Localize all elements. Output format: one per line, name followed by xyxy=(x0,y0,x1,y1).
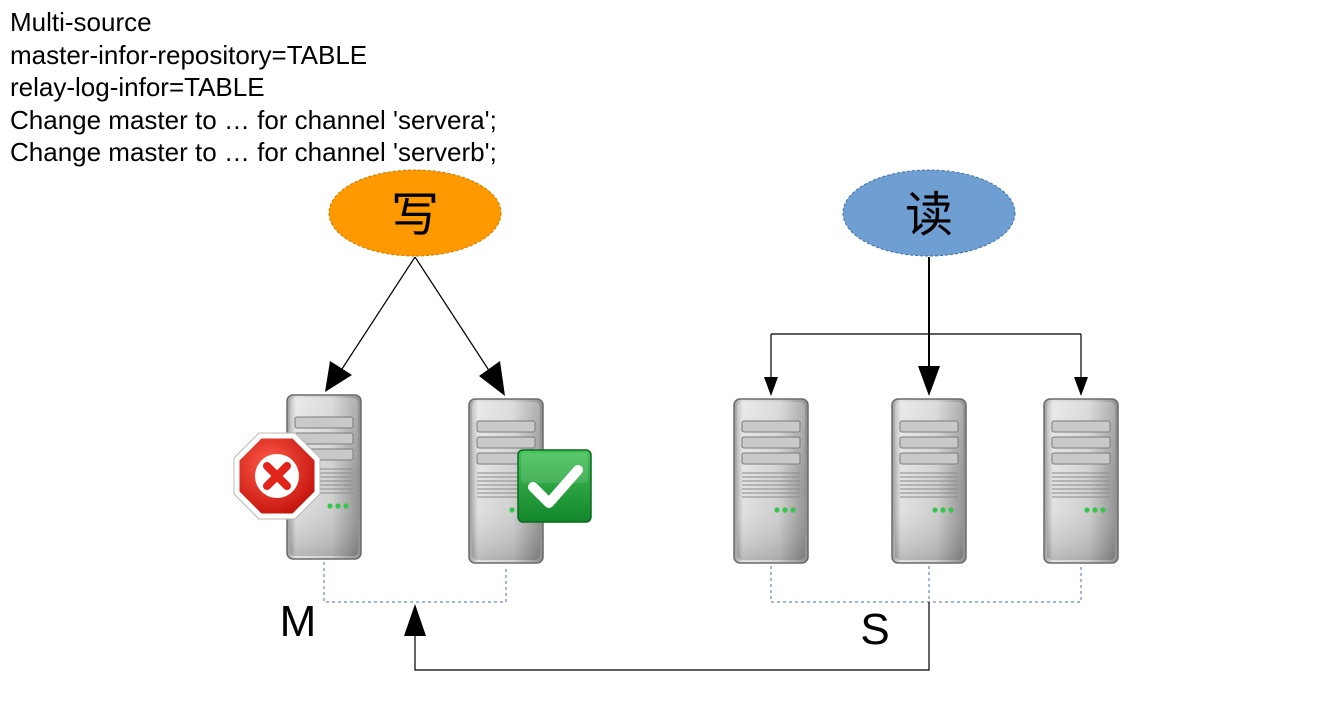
notes-block: Multi-source master-infor-repository=TAB… xyxy=(10,6,497,169)
slave-server-2 xyxy=(891,398,967,564)
arrow-to-slave-3 xyxy=(1074,377,1088,396)
master-group-bracket xyxy=(323,562,507,603)
check-icon xyxy=(517,449,592,523)
write-connectors xyxy=(339,256,491,373)
note-line: Multi-source xyxy=(10,7,152,37)
read-node-label: 读 xyxy=(905,189,953,242)
write-node-label: 写 xyxy=(391,189,439,242)
write-node: 写 xyxy=(328,169,502,257)
arrow-to-master-a xyxy=(325,361,352,392)
arrow-to-master-group xyxy=(404,604,426,636)
note-line: master-infor-repository=TABLE xyxy=(10,39,368,70)
slave-group-bracket xyxy=(770,566,1082,603)
read-node: 读 xyxy=(842,169,1016,257)
arrow-to-slave-2 xyxy=(918,366,940,396)
arrow-to-master-b xyxy=(479,361,505,396)
slave-group-label: S xyxy=(860,605,889,654)
note-line: relay-log-infor=TABLE xyxy=(10,72,265,102)
replication-connector xyxy=(414,602,930,671)
master-group-label: M xyxy=(280,597,317,646)
note-line: Change master to … for channel 'serverb'… xyxy=(10,137,497,167)
error-icon xyxy=(233,432,321,520)
slave-server-1 xyxy=(733,398,809,564)
note-line: Change master to … for channel 'servera'… xyxy=(10,104,497,135)
read-connectors xyxy=(770,257,1082,378)
slave-server-3 xyxy=(1043,398,1119,564)
arrow-to-slave-1 xyxy=(764,377,778,396)
